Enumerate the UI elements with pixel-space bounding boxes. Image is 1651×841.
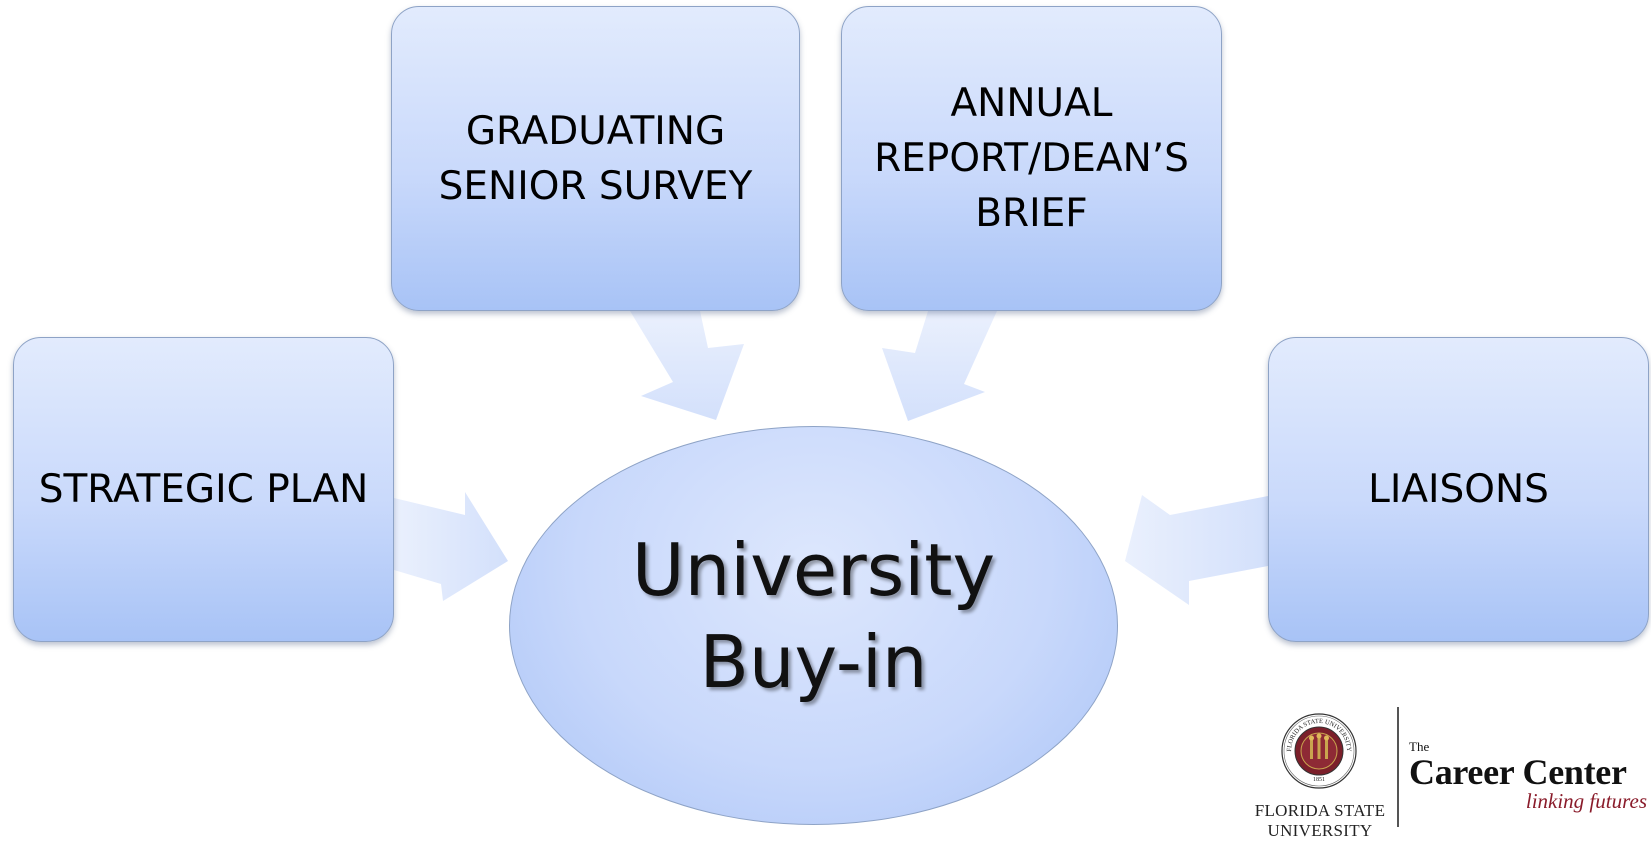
career-center-tagline: linking futures: [1525, 789, 1647, 813]
arrow-plan-to-center: [394, 492, 508, 601]
university-buy-in-label: University Buy-in: [631, 527, 996, 704]
liaisons-label: LIAISONS: [1368, 467, 1549, 512]
university-buy-in-ellipse: University Buy-in: [509, 426, 1118, 825]
arrow-annual-to-center: [882, 311, 997, 421]
career-center-the: The: [1409, 739, 1430, 754]
career-center-logo: FLORIDA STATE UNIVERSITY 1851 FLORIDA ST…: [1245, 705, 1651, 840]
arrow-survey-to-center: [630, 311, 744, 420]
annual-report-label: ANNUAL REPORT/DEAN’S BRIEF: [874, 81, 1189, 236]
svg-text:1851: 1851: [1313, 777, 1325, 783]
annual-report-box: ANNUAL REPORT/DEAN’S BRIEF: [841, 6, 1222, 311]
liaisons-box: LIAISONS: [1268, 337, 1649, 642]
fsu-seal-icon: FLORIDA STATE UNIVERSITY 1851: [1281, 713, 1357, 789]
arrow-liaisons-to-center: [1125, 495, 1268, 605]
graduating-senior-survey-label: GRADUATING SENIOR SURVEY: [438, 108, 753, 209]
graduating-senior-survey-box: GRADUATING SENIOR SURVEY: [391, 6, 800, 311]
strategic-plan-box: STRATEGIC PLAN: [13, 337, 394, 642]
fsu-wordmark: FLORIDA STATE UNIVERSITY: [1254, 801, 1386, 840]
career-center-name: Career Center: [1409, 752, 1627, 792]
strategic-plan-label: STRATEGIC PLAN: [38, 467, 369, 512]
logo-divider: [1397, 707, 1399, 827]
